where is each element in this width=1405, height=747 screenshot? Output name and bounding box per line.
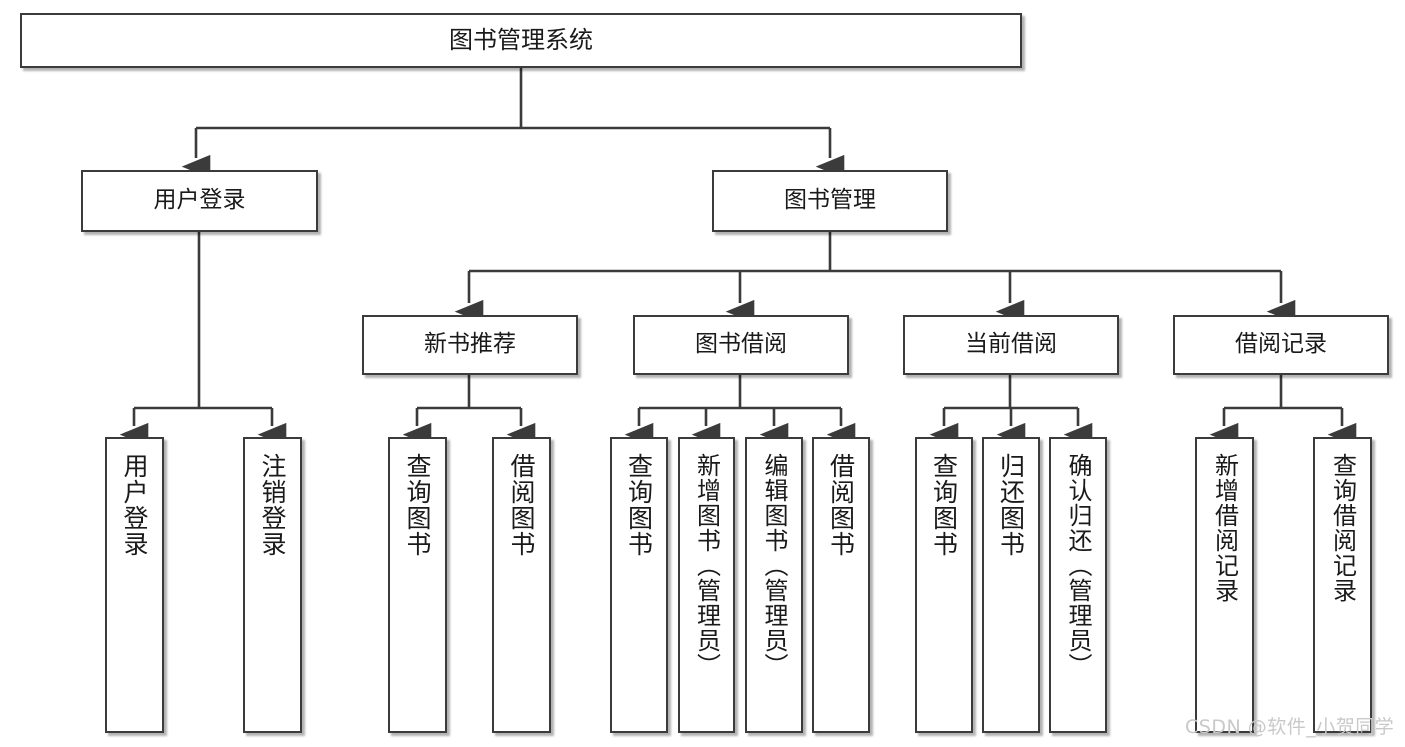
leaf-user-login-logout-label: 注销登录 xyxy=(258,453,287,557)
leaf-book-borrow-borrow[interactable]: 借阅图书 xyxy=(812,437,870,733)
leaf-borrow-record-query-label: 查询借阅记录 xyxy=(1328,453,1357,603)
leaf-book-borrow-edit[interactable]: 编辑图书（管理员） xyxy=(745,437,803,733)
leaf-current-borrow-query[interactable]: 查询图书 xyxy=(915,437,973,733)
leaf-book-borrow-query[interactable]: 查询图书 xyxy=(610,437,668,733)
leaf-current-borrow-return[interactable]: 归还图书 xyxy=(982,437,1040,733)
leaf-borrow-record-add-label: 新增借阅记录 xyxy=(1210,453,1239,603)
leaf-user-login-logout[interactable]: 注销登录 xyxy=(243,437,302,733)
leaf-new-book-borrow[interactable]: 借阅图书 xyxy=(492,437,551,733)
node-root-system-label: 图书管理系统 xyxy=(449,26,593,55)
node-borrow-record[interactable]: 借阅记录 xyxy=(1173,315,1389,375)
leaf-current-borrow-return-label: 归还图书 xyxy=(996,453,1026,557)
leaf-new-book-borrow-label: 借阅图书 xyxy=(507,453,536,557)
leaf-book-borrow-query-label: 查询图书 xyxy=(624,453,654,557)
leaf-current-borrow-confirm-label: 确认归还（管理员） xyxy=(1064,453,1092,678)
node-new-book-recommend[interactable]: 新书推荐 xyxy=(362,315,578,375)
node-root-system[interactable]: 图书管理系统 xyxy=(20,13,1022,68)
node-user-login-label: 用户登录 xyxy=(153,187,246,214)
leaf-new-book-query-label: 查询图书 xyxy=(403,453,432,557)
leaf-current-borrow-confirm[interactable]: 确认归还（管理员） xyxy=(1049,437,1107,733)
node-borrow-record-label: 借阅记录 xyxy=(1235,331,1327,358)
leaf-user-login-login-label: 用户登录 xyxy=(120,453,149,557)
node-book-borrow-label: 图书借阅 xyxy=(695,331,787,358)
leaf-user-login-login[interactable]: 用户登录 xyxy=(105,437,164,733)
leaf-current-borrow-query-label: 查询图书 xyxy=(929,453,959,557)
leaf-borrow-record-query[interactable]: 查询借阅记录 xyxy=(1313,437,1372,733)
leaf-book-borrow-borrow-label: 借阅图书 xyxy=(826,453,856,557)
node-current-borrow-label: 当前借阅 xyxy=(965,331,1057,358)
leaf-book-borrow-add-label: 新增图书（管理员） xyxy=(692,453,721,678)
leaf-book-borrow-edit-label: 编辑图书（管理员） xyxy=(760,453,788,678)
node-new-book-recommend-label: 新书推荐 xyxy=(424,331,516,358)
node-book-management[interactable]: 图书管理 xyxy=(712,170,948,232)
leaf-new-book-query[interactable]: 查询图书 xyxy=(388,437,447,733)
node-book-borrow[interactable]: 图书借阅 xyxy=(633,315,849,375)
leaf-book-borrow-add[interactable]: 新增图书（管理员） xyxy=(678,437,735,733)
node-book-management-label: 图书管理 xyxy=(784,187,876,214)
leaf-borrow-record-add[interactable]: 新增借阅记录 xyxy=(1195,437,1254,733)
node-user-login[interactable]: 用户登录 xyxy=(81,170,318,232)
node-current-borrow[interactable]: 当前借阅 xyxy=(903,315,1119,375)
